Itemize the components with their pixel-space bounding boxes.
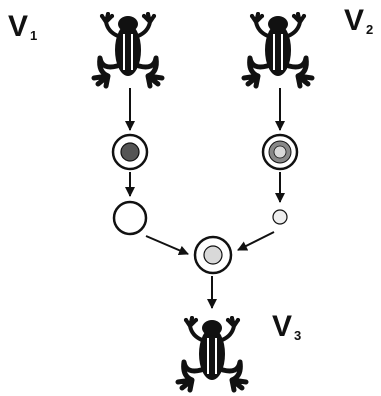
frog-icon-v2 [244,12,312,86]
arrow-converge-left [145,235,189,256]
cell-v2-donor [261,133,299,171]
label-v3-subscript: 3 [294,328,302,343]
label-v1-letter: V [8,10,29,43]
cell-v1-enucleated [112,200,148,236]
frog-icon-v1 [94,12,162,86]
nucleus-v2-isolated [272,209,288,225]
arrow-converge-right [237,231,275,251]
label-v1-subscript: 1 [30,28,38,43]
cell-v3-reconstructed [193,235,233,275]
label-v2-letter: V [344,4,365,37]
label-v3-letter: V [272,310,293,343]
label-v2-subscript: 2 [366,22,374,37]
frog-icon-v3 [178,316,246,390]
cell-v1-donor [111,133,149,171]
